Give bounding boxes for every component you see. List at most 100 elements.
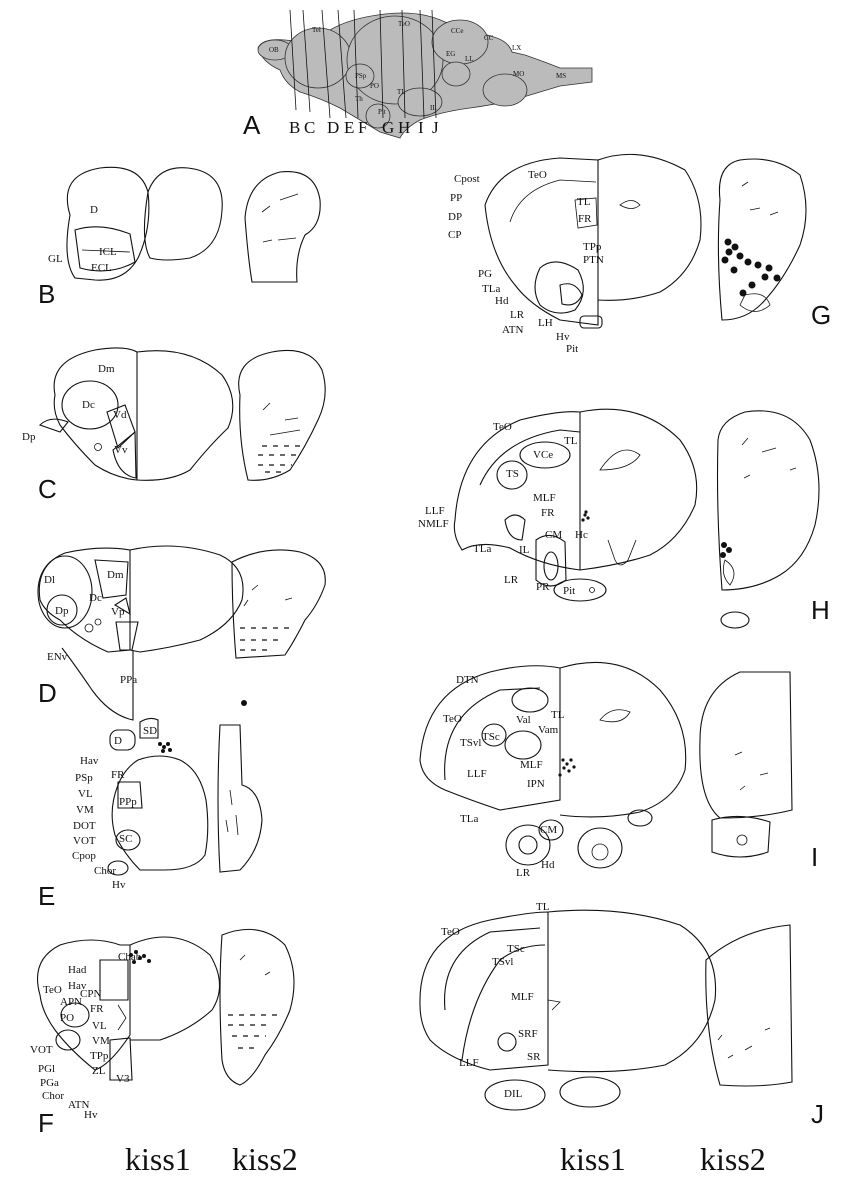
region-label: Hv bbox=[84, 1109, 98, 1121]
region-label: Cpop bbox=[72, 850, 96, 862]
region-label: PG bbox=[478, 268, 492, 280]
panel-letter-c: C bbox=[38, 474, 57, 504]
region-label: PSp bbox=[355, 72, 367, 80]
region-label: Vd bbox=[113, 409, 127, 421]
region-label: ICL bbox=[99, 246, 117, 258]
region-label: TL bbox=[577, 196, 591, 208]
panel-j-section: TL TeO TSc TSvl MLF SRF LLF SR DIL J bbox=[420, 901, 824, 1129]
region-label: VM bbox=[76, 804, 94, 816]
region-label: TS bbox=[506, 468, 519, 480]
region-label: TL bbox=[564, 435, 578, 447]
region-label: PO bbox=[370, 82, 379, 90]
section-letter: J bbox=[432, 118, 439, 137]
region-label: PSp bbox=[75, 772, 93, 784]
region-label: LLF bbox=[467, 768, 487, 780]
region-label: SC bbox=[119, 833, 132, 845]
region-label: DP bbox=[448, 211, 462, 223]
region-label: LLF bbox=[459, 1057, 479, 1069]
region-label: PPa bbox=[120, 674, 137, 686]
region-label: PPp bbox=[119, 796, 137, 808]
region-label: Pit bbox=[563, 585, 575, 597]
region-label: Dm bbox=[107, 569, 124, 581]
region-label: MS bbox=[556, 72, 566, 80]
panel-d-section: Dl Dm Dc Vp Dp ENv PPa D bbox=[38, 546, 325, 720]
region-label: TSvl bbox=[460, 737, 481, 749]
region-label: CPN bbox=[80, 988, 101, 1000]
region-label: TL bbox=[536, 901, 550, 913]
region-label: OB bbox=[269, 46, 279, 54]
region-label: DIL bbox=[504, 1088, 523, 1100]
region-label: CC bbox=[484, 34, 494, 42]
region-label: Hd bbox=[541, 859, 555, 871]
region-label: ATN bbox=[502, 324, 523, 336]
panel-letter-b: B bbox=[38, 279, 55, 309]
panel-letter-d: D bbox=[38, 678, 57, 708]
region-label: IPN bbox=[527, 778, 545, 790]
region-label: LLF bbox=[425, 505, 445, 517]
region-label: V3 bbox=[116, 1073, 130, 1085]
region-label: LR bbox=[510, 309, 525, 321]
region-label: Chor bbox=[94, 865, 116, 877]
region-label: Th bbox=[355, 95, 363, 103]
panel-c-section: Dm Dc Vd Vv Dp C bbox=[22, 348, 325, 504]
region-label: VL bbox=[92, 1020, 107, 1032]
region-label: ECL bbox=[91, 262, 112, 274]
region-label: LR bbox=[516, 867, 531, 879]
region-label: Hd bbox=[495, 295, 509, 307]
region-label: TL bbox=[397, 88, 406, 96]
column-header-kiss1: kiss1 bbox=[560, 1141, 626, 1177]
region-label: IL bbox=[430, 104, 437, 112]
region-label: TSc bbox=[482, 731, 500, 743]
region-label: TSc bbox=[507, 943, 525, 955]
region-label: CP bbox=[448, 229, 461, 241]
region-label: VOT bbox=[73, 835, 96, 847]
panel-letter-i: I bbox=[811, 842, 818, 872]
region-label: NMLF bbox=[418, 518, 449, 530]
section-letter: E bbox=[344, 118, 354, 137]
panel-g-section: Cpost TeO PP DP CP TL FR TPp PTN PG TLa … bbox=[448, 154, 831, 355]
region-label: Dc bbox=[82, 399, 95, 411]
region-label: TLa bbox=[460, 813, 478, 825]
region-label: Dl bbox=[44, 574, 55, 586]
region-label: TeO bbox=[441, 926, 460, 938]
region-label: LH bbox=[538, 317, 553, 329]
panel-i-section: DTN TeO Val TL TSc Vam TSvl MLF LLF IPN … bbox=[420, 662, 818, 879]
region-label: Dp bbox=[55, 605, 69, 617]
region-label: Tel bbox=[312, 26, 321, 34]
region-label: Dm bbox=[98, 363, 115, 375]
region-label: Chab bbox=[118, 951, 142, 963]
region-label: TeO bbox=[443, 713, 462, 725]
region-label: Chor bbox=[42, 1090, 64, 1102]
column-header-kiss1: kiss1 bbox=[125, 1141, 191, 1177]
panel-letter-g: G bbox=[811, 300, 831, 330]
section-letter: B bbox=[289, 118, 300, 137]
region-label: SR bbox=[527, 1051, 541, 1063]
region-label: SRF bbox=[518, 1028, 538, 1040]
region-label: VCe bbox=[533, 449, 553, 461]
column-header-kiss2: kiss2 bbox=[232, 1141, 298, 1177]
region-label: DOT bbox=[73, 820, 96, 832]
region-label: Cpost bbox=[454, 173, 480, 185]
region-label: Vv bbox=[114, 444, 128, 456]
region-label: FR bbox=[90, 1003, 104, 1015]
region-label: PGa bbox=[40, 1077, 59, 1089]
region-label: ZL bbox=[92, 1065, 106, 1077]
region-label: Hv bbox=[556, 331, 570, 343]
panel-letter-h: H bbox=[811, 595, 830, 625]
region-label: FR bbox=[541, 507, 555, 519]
region-label: TeO bbox=[43, 984, 62, 996]
region-label: VOT bbox=[30, 1044, 53, 1056]
region-label: APN bbox=[60, 996, 82, 1008]
region-label: TeO bbox=[528, 169, 547, 181]
panel-a-lateral-brain: OB Tel TeO CCe CC LX PSp EG LL MO MS PO … bbox=[243, 10, 592, 140]
region-label: TPp bbox=[583, 241, 602, 253]
region-label: Dp bbox=[22, 431, 36, 443]
region-label: Had bbox=[68, 964, 87, 976]
section-letter: D bbox=[327, 118, 339, 137]
region-label: LR bbox=[504, 574, 519, 586]
panel-letter-e: E bbox=[38, 881, 55, 911]
region-label: LX bbox=[512, 44, 521, 52]
region-label: TeO bbox=[398, 20, 410, 28]
region-label: GL bbox=[48, 253, 63, 265]
region-label: TL bbox=[551, 709, 565, 721]
